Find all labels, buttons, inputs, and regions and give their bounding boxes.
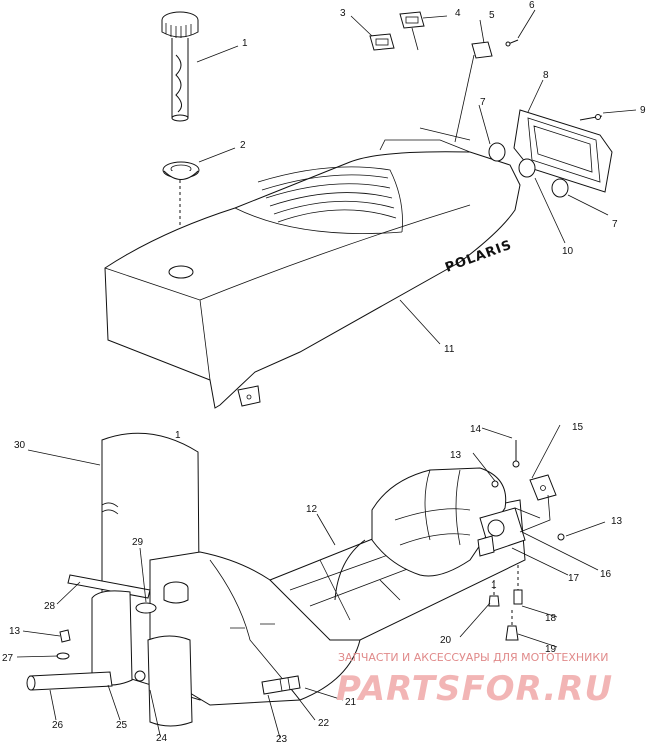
callout-20: 20 [440,635,452,646]
callout-22: 22 [318,718,330,729]
oil-reservoir-part [91,590,193,727]
taillight-bracket-part [513,109,613,193]
rear-cushion-part [371,467,507,577]
plate-part [471,41,493,59]
callout-13b: 13 [611,516,623,527]
callout-11: 11 [444,344,455,355]
leader-lines [16,9,637,739]
callout-30: 30 [14,440,26,451]
callout-3: 3 [340,8,346,19]
screw-part [579,114,603,121]
sender-part [261,675,301,695]
hose-part [334,539,366,601]
callout-14: 14 [470,424,482,435]
seat-cover-part [104,127,521,409]
gas-cap-part [161,11,199,122]
callout-27: 27 [2,653,14,664]
bolt-part [512,440,520,468]
watermark: ЗАПЧАСТИ И АКСЕССУАРЫ ДЛЯ МОТОТЕХНИКИ PA… [336,651,613,709]
callout-19: 19 [545,644,557,655]
grommet-part [162,161,200,180]
taillight-assembly-part [477,507,541,557]
decal-part [369,11,425,51]
callout-13a: 13 [450,450,462,461]
callout-16: 16 [600,569,612,580]
callout-2: 2 [240,140,246,151]
callout-13c: 13 [9,626,21,637]
callout-6: 6 [529,0,535,11]
fitting-part [134,670,146,682]
callout-1: 1 [242,38,248,49]
callout-5: 5 [489,10,495,21]
bracket-part [519,474,557,533]
callout-28: 28 [44,601,56,612]
rivet-part [505,39,519,47]
lamp-part [488,142,569,198]
fastener-part [488,565,523,641]
watermark-tagline: ЗАПЧАСТИ И АКСЕССУАРЫ ДЛЯ МОТОТЕХНИКИ [338,651,608,664]
tank-base-part [149,551,361,706]
callout-9: 9 [640,105,646,116]
callout-7: 7 [480,97,486,108]
callout-1b: 1 [175,430,181,441]
callout-17: 17 [568,573,580,584]
callout-10: 10 [562,246,574,257]
nut-part [557,533,565,541]
grommet-part [135,602,157,614]
vent-hose-part [26,671,113,691]
callout-12: 12 [306,504,318,515]
washer-part [59,629,71,643]
callout-15: 15 [572,422,584,433]
callout-18: 18 [545,613,557,624]
callout-26: 26 [52,720,64,731]
callout-7b: 7 [612,219,618,230]
callout-25: 25 [116,720,128,731]
callout-8: 8 [543,70,549,81]
callout-24: 24 [156,733,168,744]
callout-1c: 1 [491,580,497,591]
callout-21: 21 [345,697,357,708]
clip-part [56,652,70,660]
callout-23: 23 [276,734,288,745]
callout-4: 4 [455,8,461,19]
callout-29: 29 [132,537,144,548]
watermark-site: PARTSFOR.RU [336,669,613,709]
nut-part [491,480,499,488]
